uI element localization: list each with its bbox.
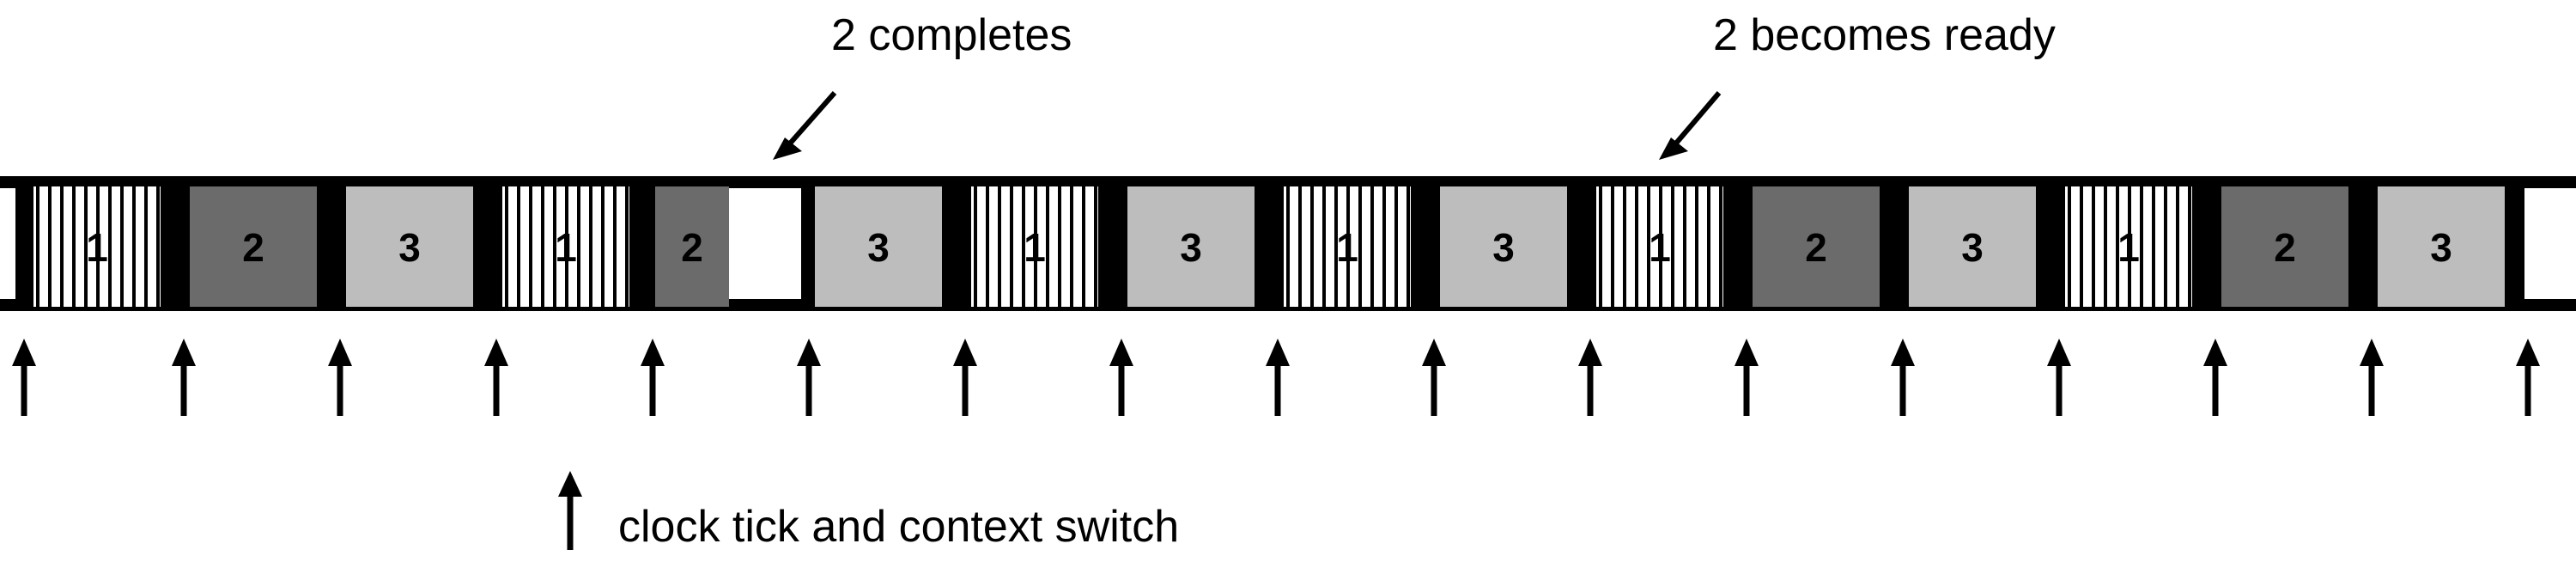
timeslice-label: 1	[555, 225, 577, 270]
clock-tick-arrow-icon	[172, 339, 196, 416]
timeslice-box	[655, 186, 729, 307]
timeslice-box	[1909, 186, 2036, 307]
timeline-band: 1 2 3 1 2 3 1 3 1 3 1 2 3 1 2 3	[0, 176, 2576, 311]
annotation-ready-label: 2 becomes ready	[1713, 10, 2056, 60]
timeslice-process-3: 3	[1909, 186, 2036, 307]
timeslice-box	[2221, 186, 2348, 307]
clock-tick-arrow-icon	[953, 339, 977, 416]
timeslice-process-2: 2	[655, 186, 801, 307]
annotation-completes-arrow	[781, 91, 837, 153]
timeline-lead-gap	[0, 188, 15, 299]
timeslice-box	[1127, 186, 1255, 307]
timeslice-label: 3	[2430, 225, 2452, 270]
timeslice-process-3: 3	[1127, 186, 1255, 307]
timeslice-box	[1596, 186, 1723, 307]
timeslice-label: 2	[681, 225, 703, 270]
clock-tick-arrow-icon	[1109, 339, 1133, 416]
timeslice-box	[190, 186, 317, 307]
timeslice-label: 1	[1024, 225, 1046, 270]
clock-tick-arrow-icon	[12, 339, 36, 416]
clock-tick-arrow-icon	[1578, 339, 1602, 416]
annotation-ready-arrowhead	[1659, 137, 1688, 160]
timeslice-process-1: 1	[1596, 186, 1723, 307]
legend-arrowhead-icon	[558, 471, 582, 497]
annotation-ready: 2 becomes ready	[1659, 10, 2056, 160]
timeslice-box	[1753, 186, 1880, 307]
clock-tick-arrow-icon	[1266, 339, 1290, 416]
timeslice-label: 3	[1492, 225, 1515, 270]
timeslice-process-3: 3	[346, 186, 473, 307]
legend: clock tick and context switch	[558, 471, 1179, 552]
clock-tick-arrow-icon	[2360, 339, 2384, 416]
timeslice-process-1: 1	[2065, 186, 2192, 307]
timeline-tail-gap	[2524, 188, 2576, 299]
clock-tick-arrow-icon	[2047, 339, 2071, 416]
clock-tick-arrow-icon	[1735, 339, 1759, 416]
timeline-top-border	[0, 176, 2576, 188]
clock-tick-arrow-icon	[1891, 339, 1915, 416]
clock-tick-arrow-icon	[2516, 339, 2540, 416]
timeslice-process-2: 2	[2221, 186, 2348, 307]
timeslice-process-2: 2	[1753, 186, 1880, 307]
timeslice-process-3: 3	[815, 186, 942, 307]
timeslice-process-1: 1	[33, 186, 161, 307]
timeslice-label: 3	[1180, 225, 1202, 270]
timeslice-label: 1	[2117, 225, 2140, 270]
clock-tick-arrows	[12, 339, 2540, 416]
clock-tick-arrow-icon	[1422, 339, 1446, 416]
timeslice-box	[971, 186, 1098, 307]
timeslice-label: 2	[2274, 225, 2296, 270]
timeslice-box	[2065, 186, 2192, 307]
clock-tick-arrow-icon	[328, 339, 352, 416]
timeslice-box	[33, 186, 161, 307]
timeslice-process-3: 3	[1440, 186, 1567, 307]
timeslice-box	[1440, 186, 1567, 307]
clock-tick-arrow-icon	[2203, 339, 2227, 416]
timeslice-label: 3	[1961, 225, 1984, 270]
timeslice-box	[346, 186, 473, 307]
timeslice-label: 3	[398, 225, 421, 270]
annotation-completes: 2 completes	[773, 10, 1072, 160]
timeslice-process-1: 1	[971, 186, 1098, 307]
annotation-ready-arrow	[1667, 91, 1722, 153]
timeslice-box	[2378, 186, 2505, 307]
timeslice-label: 1	[1649, 225, 1671, 270]
clock-tick-arrow-icon	[641, 339, 665, 416]
timeslice-label: 3	[867, 225, 890, 270]
timeslice-process-1: 1	[1284, 186, 1411, 307]
annotation-completes-label: 2 completes	[831, 10, 1072, 60]
idle-gap	[729, 188, 801, 299]
timeslice-label: 1	[1336, 225, 1358, 270]
timeslice-box	[815, 186, 942, 307]
annotation-completes-arrowhead	[773, 137, 802, 160]
timeslice-label: 1	[86, 225, 108, 270]
timeslice-box	[1284, 186, 1411, 307]
timeslice-label: 2	[1805, 225, 1827, 270]
timeslice-slots: 1 2 3 1 2 3 1 3 1 3 1 2 3 1 2 3	[0, 186, 2576, 307]
timeslice-process-2: 2	[190, 186, 317, 307]
legend-label: clock tick and context switch	[618, 502, 1179, 552]
timeslice-label: 2	[242, 225, 264, 270]
timeslice-process-1: 1	[502, 186, 629, 307]
timeslice-box	[502, 186, 629, 307]
clock-tick-arrow-icon	[484, 339, 508, 416]
clock-tick-arrow-icon	[797, 339, 821, 416]
timeslice-process-3: 3	[2378, 186, 2505, 307]
